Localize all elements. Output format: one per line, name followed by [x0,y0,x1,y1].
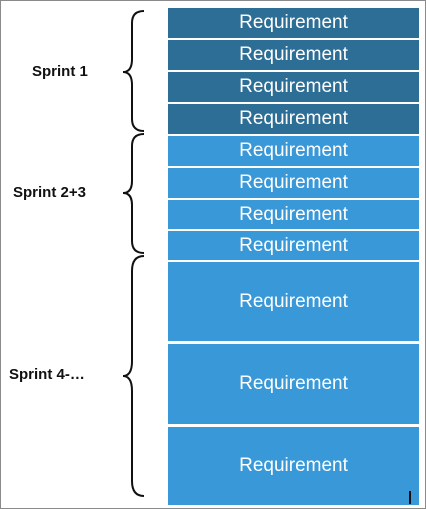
sprint-4-brace [122,255,145,497]
requirement-box: Requirement [168,262,419,341]
sprint-2-3-label: Sprint 2+3 [13,184,86,201]
requirement-box: Requirement [168,8,419,38]
requirement-box: Requirement [168,104,419,134]
sprint-2-3-brace [122,133,145,254]
requirement-box: Requirement [168,427,419,505]
requirement-box: Requirement [168,344,419,424]
requirement-box: Requirement [168,136,419,166]
requirement-box: Requirement [168,72,419,102]
cursor-mark [409,491,411,504]
requirement-box: Requirement [168,168,419,198]
sprint-4-label: Sprint 4-… [9,366,85,383]
requirement-box: Requirement [168,231,419,260]
sprint-1-label: Sprint 1 [32,63,88,80]
brackets [122,10,145,497]
requirement-box: Requirement [168,40,419,70]
sprint-1-brace [122,10,145,132]
requirement-box: Requirement [168,200,419,229]
